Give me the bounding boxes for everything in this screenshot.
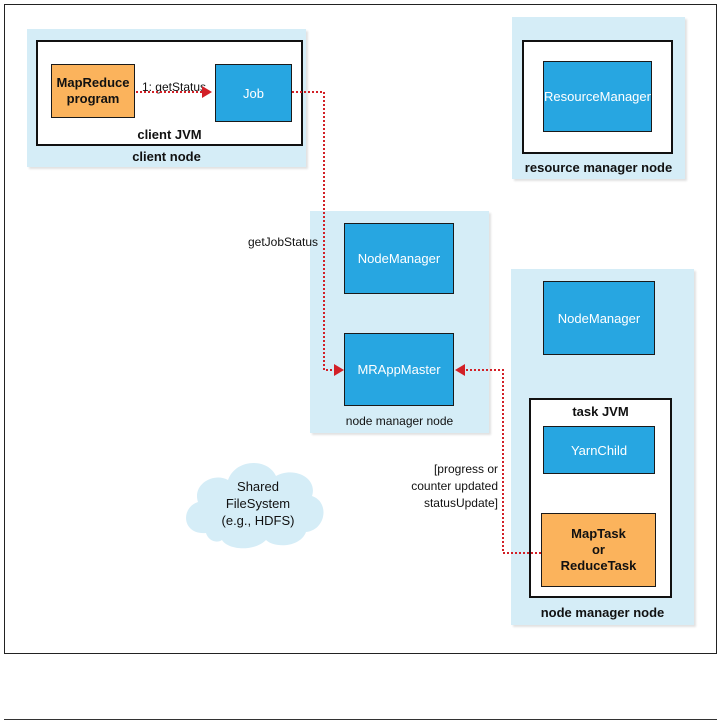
node-manager-box-1: NodeManager	[344, 223, 454, 294]
resource-manager-node-label: resource manager node	[524, 160, 673, 175]
node-manager-node-2-label: node manager node	[540, 605, 665, 620]
status-update-label: [progress or counter updated statusUpdat…	[400, 461, 498, 512]
status-update-line-3: statusUpdate]	[423, 496, 498, 510]
bottom-rule	[4, 719, 717, 720]
job-box: Job	[215, 64, 292, 122]
shared-filesystem-cloud	[186, 462, 324, 549]
shared-filesystem-label: Shared FileSystem (e.g., HDFS)	[221, 479, 295, 528]
get-job-status-arrowhead	[334, 364, 344, 376]
task-box: MapTask or ReduceTask	[541, 513, 656, 587]
get-status-label: 1: getStatus	[141, 80, 207, 94]
task-jvm-label: task JVM	[572, 404, 629, 419]
resource-manager-box: ResourceManager	[543, 61, 652, 132]
yarn-child-box: YarnChild	[543, 426, 655, 474]
status-update-arrow	[466, 369, 541, 554]
client-jvm-label: client JVM	[137, 127, 202, 142]
get-status-arrowhead	[202, 86, 212, 98]
status-update-line-2: counter updated	[411, 479, 498, 493]
client-node-label: client node	[132, 149, 201, 164]
node-manager-node-1-label: node manager node	[345, 414, 454, 428]
status-update-line-1: [progress or	[433, 462, 498, 476]
get-job-status-label: getJobStatus	[248, 235, 319, 249]
get-job-status-arrow	[292, 91, 336, 371]
status-update-arrowhead	[455, 364, 465, 376]
mapreduce-program-box: MapReduce program	[51, 64, 135, 118]
mr-app-master-box: MRAppMaster	[344, 333, 454, 406]
node-manager-box-2: NodeManager	[543, 281, 655, 355]
